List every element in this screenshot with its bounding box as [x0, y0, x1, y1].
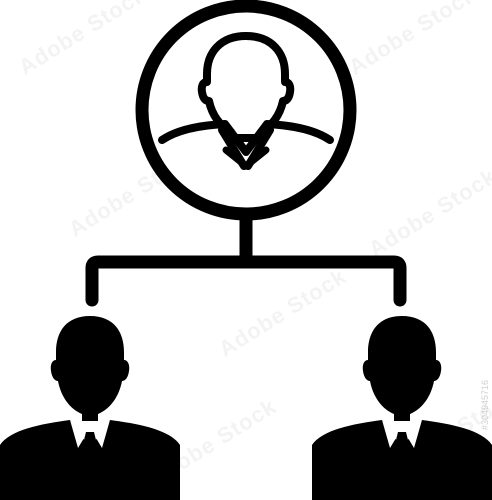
employee-left-icon — [0, 316, 180, 500]
manager-avatar-icon — [135, 0, 357, 221]
employee-right-icon — [312, 316, 492, 500]
hierarchy-connector — [85, 207, 407, 307]
